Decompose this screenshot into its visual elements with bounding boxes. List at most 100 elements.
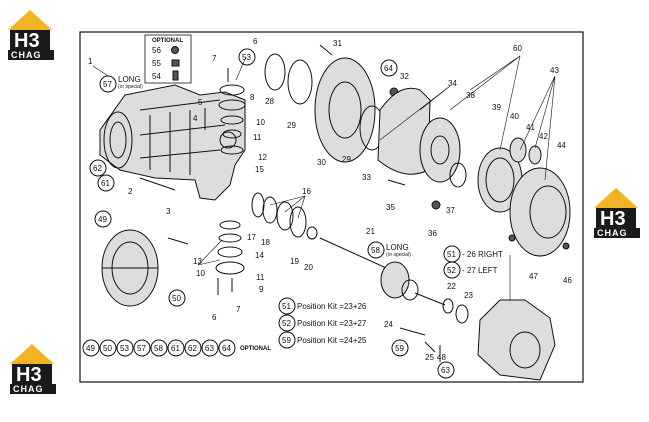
part-num-2: 2 bbox=[128, 187, 133, 196]
part-num-16: 16 bbox=[302, 187, 311, 196]
position-kit-51: Position Kit =23+26 bbox=[297, 302, 367, 311]
circled-62: 62 bbox=[93, 164, 102, 173]
part-num-40: 40 bbox=[510, 112, 519, 121]
circled-57: 57 bbox=[103, 80, 112, 89]
part-num-19: 19 bbox=[290, 257, 299, 266]
bearing-29a-icon bbox=[287, 59, 313, 105]
side-legend: 51 - 26 RIGHT 52 - 27 LEFT bbox=[443, 245, 503, 279]
leader-lines bbox=[92, 55, 556, 300]
kingpin-stack-top bbox=[204, 68, 246, 155]
opt-row-61: 61 bbox=[171, 344, 180, 353]
circled-51-kit: 51 bbox=[282, 302, 291, 311]
long-note-57-main: LONG bbox=[118, 75, 141, 84]
part-num-39: 39 bbox=[492, 103, 501, 112]
circled-63: 63 bbox=[441, 366, 450, 375]
part-num-24: 24 bbox=[384, 320, 393, 329]
part-num-13: 13 bbox=[193, 257, 202, 266]
brake-disc-49 bbox=[101, 229, 159, 307]
logo-bottom-left-sub: CHAG bbox=[13, 384, 44, 394]
long-note-58-sub: (or special) bbox=[386, 252, 411, 258]
opt-row-58: 58 bbox=[154, 344, 163, 353]
part-num-10a: 10 bbox=[256, 118, 265, 127]
part-num-18: 18 bbox=[261, 238, 270, 247]
axle-housing bbox=[99, 84, 246, 201]
circled-49: 49 bbox=[98, 215, 107, 224]
part-num-34: 34 bbox=[448, 79, 457, 88]
ring-gear-34 bbox=[377, 87, 431, 175]
pin-24-icon bbox=[399, 327, 426, 336]
long-note-58-main: LONG bbox=[386, 243, 409, 252]
long-note-58: 58 LONG (or special) bbox=[367, 241, 411, 259]
plug-47-icon bbox=[508, 234, 516, 242]
part-num-46: 46 bbox=[563, 276, 572, 285]
opt-row-64: 64 bbox=[222, 344, 231, 353]
steering-knuckle bbox=[477, 299, 556, 381]
part-num-29a: 29 bbox=[287, 121, 296, 130]
part-num-30: 30 bbox=[317, 158, 326, 167]
gear-37-icon bbox=[449, 162, 467, 188]
part-num-48: 48 bbox=[437, 353, 446, 362]
logo-right: H3 CHAG bbox=[594, 188, 640, 238]
plug-46-icon bbox=[562, 242, 570, 250]
long-note-57-sub: (or special) bbox=[118, 84, 143, 90]
part-num-42: 42 bbox=[539, 132, 548, 141]
plug-56-icon bbox=[171, 46, 179, 54]
part-num-3: 3 bbox=[166, 207, 171, 216]
part-num-29b: 29 bbox=[342, 155, 351, 164]
opt-row-57: 57 bbox=[137, 344, 146, 353]
plug-54-icon bbox=[172, 70, 179, 81]
circled-51: 51 bbox=[447, 250, 456, 259]
part-num-21: 21 bbox=[366, 227, 375, 236]
circled-59: 59 bbox=[395, 344, 404, 353]
opt-row-63: 63 bbox=[205, 344, 214, 353]
drive-shaft-21 bbox=[319, 237, 446, 306]
optional-box-title: OPTIONAL bbox=[152, 38, 183, 44]
logo-top-left-main: H3 bbox=[14, 30, 40, 52]
part-num-33: 33 bbox=[362, 173, 371, 182]
side-legend-right: - 26 RIGHT bbox=[462, 250, 503, 259]
part-num-22: 22 bbox=[447, 282, 456, 291]
diagram-frame bbox=[79, 31, 584, 383]
part-num-7a: 7 bbox=[212, 54, 217, 63]
part-num-28: 28 bbox=[265, 97, 274, 106]
circled-53: 53 bbox=[242, 53, 251, 62]
position-kits: 51 Position Kit =23+26 52 Position Kit =… bbox=[278, 297, 367, 349]
part-num-7b: 7 bbox=[236, 305, 241, 314]
bolt-50-icon bbox=[167, 237, 189, 245]
ring-22-icon bbox=[442, 298, 454, 314]
optional-item-56: 56 bbox=[152, 46, 161, 55]
circled-50: 50 bbox=[172, 294, 181, 303]
logo-top-left: H3 CHAG bbox=[8, 10, 54, 60]
part-num-32: 32 bbox=[400, 72, 409, 81]
logo-right-main: H3 bbox=[600, 208, 626, 230]
circled-59-kit: 59 bbox=[282, 336, 291, 345]
part-num-6a: 6 bbox=[253, 37, 258, 46]
circled-callouts: 53 64 62 61 49 50 59 63 bbox=[89, 48, 455, 379]
part-num-44: 44 bbox=[557, 141, 566, 150]
opt-row-49: 49 bbox=[86, 344, 95, 353]
logo-top-left-sub: CHAG bbox=[11, 50, 42, 60]
part-num-12: 12 bbox=[258, 153, 267, 162]
opt-row-53: 53 bbox=[120, 344, 129, 353]
logo-bottom-left-main: H3 bbox=[16, 364, 42, 386]
circled-64: 64 bbox=[384, 64, 393, 73]
part-num-25: 25 bbox=[425, 353, 434, 362]
part-num-23: 23 bbox=[464, 291, 473, 300]
optional-item-55: 55 bbox=[152, 59, 161, 68]
optional-row: 49 50 53 57 58 61 62 63 64 OPTIONAL bbox=[82, 339, 271, 357]
part-num-60: 60 bbox=[513, 44, 522, 53]
sun-gear-40-42 bbox=[509, 137, 542, 165]
circled-58: 58 bbox=[371, 246, 380, 255]
part-num-1: 1 bbox=[88, 57, 93, 66]
part-num-31: 31 bbox=[333, 39, 342, 48]
side-legend-left: - 27 LEFT bbox=[462, 266, 498, 275]
part-num-35: 35 bbox=[386, 203, 395, 212]
part-num-47: 47 bbox=[529, 272, 538, 281]
nut-36-icon bbox=[431, 200, 441, 210]
circled-61: 61 bbox=[101, 179, 110, 188]
part-num-17: 17 bbox=[247, 233, 256, 242]
part-numbers: 1 2 3 4 5 6 7 8 9 10 11 12 13 14 15 16 1… bbox=[88, 37, 572, 362]
wheel-hub-30 bbox=[314, 57, 376, 163]
part-num-14: 14 bbox=[255, 251, 264, 260]
logo-right-sub: CHAG bbox=[597, 228, 628, 238]
